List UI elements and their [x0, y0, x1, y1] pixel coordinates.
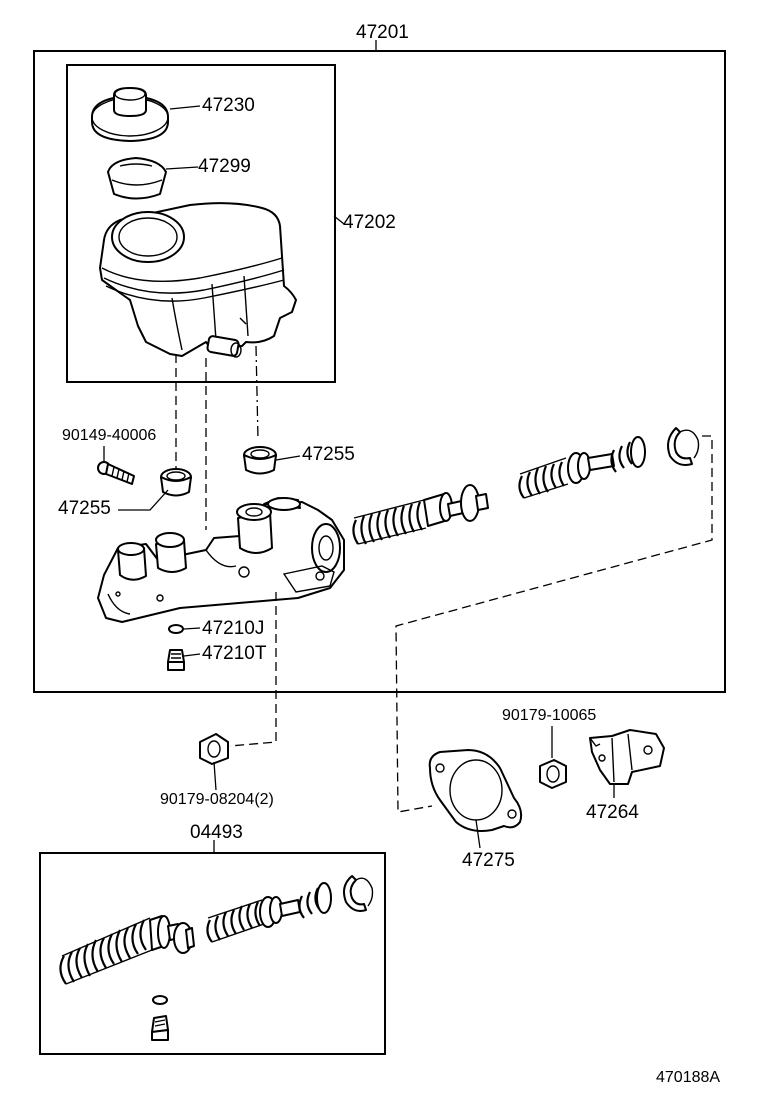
kit-gasket — [152, 995, 168, 1005]
grommet-left — [160, 468, 192, 497]
label-grommet-right: 47255 — [302, 444, 355, 465]
assembly-guide-lines — [175, 345, 713, 813]
bolt — [97, 461, 135, 485]
gasket-plate — [428, 749, 523, 832]
kit-secondary-piston-spring — [206, 882, 332, 943]
kit-snap-ring — [343, 875, 374, 912]
reservoir-cap — [91, 87, 169, 142]
plug — [167, 649, 185, 671]
label-nut-right: 90179-10065 — [502, 707, 596, 724]
label-gasket-plate: 47275 — [462, 850, 515, 871]
label-nut-left: 90179-08204(2) — [160, 791, 274, 808]
leader-lines — [103, 40, 615, 853]
label-bracket: 47264 — [586, 802, 639, 823]
primary-piston-spring — [352, 484, 489, 545]
master-cylinder-body — [97, 497, 345, 623]
label-gasket-small: 47210J — [202, 618, 264, 639]
label-plug: 47210T — [202, 643, 267, 664]
nut-left — [199, 733, 229, 765]
label-cap: 47230 — [202, 95, 255, 116]
reservoir-frame — [66, 64, 336, 383]
gasket-small — [168, 624, 184, 634]
reservoir-tank — [99, 202, 297, 358]
nut-right — [539, 759, 567, 789]
snap-ring — [667, 427, 700, 466]
diagram-code: 470188A — [656, 1069, 720, 1086]
label-bolt: 90149-40006 — [62, 427, 156, 444]
strainer — [107, 157, 167, 200]
grommet-right — [243, 446, 277, 475]
label-kit: 04493 — [190, 822, 243, 843]
assembly-frame — [33, 50, 726, 693]
label-assembly: 47201 — [356, 22, 409, 43]
label-strainer: 47299 — [198, 156, 251, 177]
secondary-piston-spring — [518, 436, 646, 499]
label-grommet-left: 47255 — [58, 498, 111, 519]
label-reservoir: 47202 — [343, 212, 396, 233]
kit-primary-piston-spring — [59, 915, 195, 985]
kit-plug — [151, 1015, 169, 1041]
kit-frame — [39, 852, 386, 1055]
bracket — [589, 729, 665, 785]
